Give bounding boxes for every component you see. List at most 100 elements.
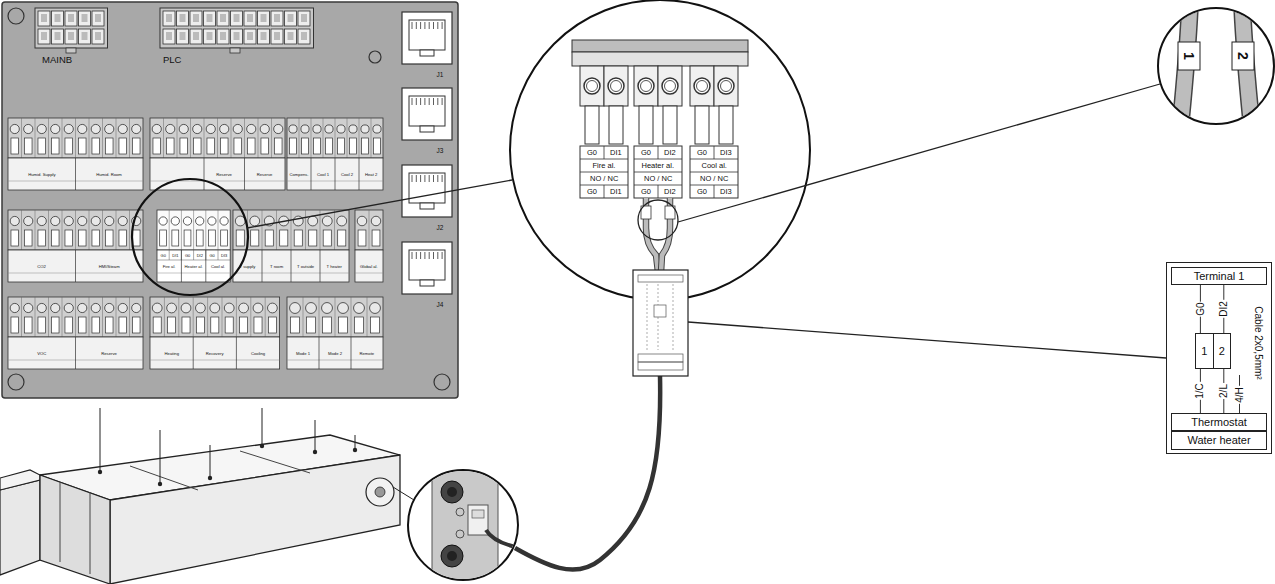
- rj-contact: [433, 252, 434, 259]
- terminal-screw: [179, 124, 188, 133]
- terminal-screw: [322, 216, 332, 226]
- terminal-slot: [240, 317, 248, 333]
- contact-type-label: NO / NC: [700, 175, 728, 183]
- rj-contact: [416, 252, 417, 259]
- rj-contact: [420, 98, 421, 105]
- rj-contact: [424, 252, 425, 259]
- terminal-screw: [171, 217, 179, 225]
- terminal-slot: [247, 138, 255, 154]
- terminal-screw: [220, 217, 228, 225]
- terminal-screw: [224, 303, 234, 313]
- header-pin-hole: [234, 14, 240, 22]
- strip-line: [157, 273, 230, 274]
- cable-tag-detail: [658, 317, 659, 350]
- thermostat-terminal: [468, 505, 488, 535]
- rj-contact: [433, 175, 434, 182]
- terminal-screw: [638, 78, 654, 94]
- pointer-dot: [208, 476, 212, 480]
- terminal-slot: [309, 230, 317, 246]
- pin-label: G0: [641, 188, 651, 196]
- group-divider: [75, 250, 76, 282]
- terminal-slot: [92, 138, 100, 154]
- terminal-screw: [37, 216, 46, 225]
- terminal-slot: [105, 138, 113, 154]
- terminal-screw: [313, 125, 321, 133]
- terminal-divider: [129, 297, 130, 337]
- terminal-slot: [166, 138, 174, 154]
- terminal-screw: [105, 303, 114, 312]
- connector-box: 12: [1195, 333, 1231, 369]
- terminal-divider: [347, 118, 348, 158]
- strip-line: [150, 360, 280, 361]
- header-pin-hole: [247, 14, 253, 22]
- terminal-divider: [163, 118, 164, 158]
- terminal-slot: [153, 138, 161, 154]
- panel-seam: [240, 451, 310, 473]
- pin-label: G0: [697, 149, 707, 157]
- terminal-block: [150, 297, 280, 337]
- terminal-block: [355, 210, 383, 250]
- leader-line: [393, 487, 414, 500]
- terminal-screw: [338, 303, 349, 314]
- terminal-group-label: Cooling: [251, 352, 265, 356]
- terminal-screw: [105, 216, 114, 225]
- terminal-slot: [168, 317, 176, 333]
- header-pin-hole: [55, 32, 61, 40]
- header-pin-hole: [261, 32, 267, 40]
- rj-contact: [437, 22, 438, 29]
- group-divider: [193, 337, 194, 369]
- connector-label: PLC: [163, 55, 181, 65]
- box-text: 1: [1196, 334, 1213, 368]
- rj-contact: [433, 22, 434, 29]
- header-pin-hole: [207, 14, 213, 22]
- pin-label: G0: [587, 188, 597, 196]
- contact-type-label: NO / NC: [590, 175, 618, 183]
- terminal-slot: [11, 138, 19, 154]
- terminal-group-label: Heat 2: [365, 173, 377, 177]
- rj-contact: [412, 98, 413, 105]
- terminal-screw: [239, 303, 249, 313]
- cable-tag-detail: [647, 284, 648, 350]
- pointer-dot: [313, 450, 317, 454]
- terminal-slot: [261, 138, 269, 154]
- cable-tag-detail: [673, 284, 674, 350]
- header-pin-hole: [261, 14, 267, 22]
- terminal-slot: [695, 106, 709, 144]
- terminal-screw: [220, 124, 229, 133]
- rj-latch: [420, 126, 434, 132]
- terminal-group-label: T room: [270, 265, 283, 269]
- header-pin: [38, 11, 50, 26]
- terminal-group-label: Humid. Room: [96, 173, 122, 177]
- rj-jack: [402, 165, 452, 217]
- terminal-slot: [92, 317, 100, 333]
- terminal-screw: [196, 217, 204, 225]
- terminal-slot: [51, 230, 59, 246]
- rj-contact: [412, 175, 413, 182]
- terminal-slot: [51, 317, 59, 333]
- terminal-divider: [89, 118, 90, 158]
- terminal-slot: [371, 317, 380, 333]
- header-pin: [285, 29, 297, 44]
- rj-contact: [429, 22, 430, 29]
- pin-label: DI2: [664, 149, 676, 157]
- port-label: J2: [437, 225, 444, 232]
- terminal-group-label: Reserve: [257, 173, 273, 177]
- terminal-slot: [78, 138, 86, 154]
- rj-contact: [424, 175, 425, 182]
- rj-contact: [437, 252, 438, 259]
- contact-type-label: NO / NC: [644, 175, 672, 183]
- pin-label: G0: [185, 254, 190, 258]
- terminal-screw: [24, 303, 33, 312]
- terminal-group-label: Heating: [165, 352, 179, 356]
- terminal-slot: [24, 230, 32, 246]
- terminal-group-label: Mode 2: [328, 352, 342, 356]
- terminal-divider: [319, 297, 320, 337]
- terminal-screw: [91, 124, 100, 133]
- pin-header: [35, 8, 108, 48]
- terminal-slot: [38, 138, 46, 154]
- terminal-screw: [118, 216, 127, 225]
- header-pin: [217, 29, 229, 44]
- terminal-group-label: Cool al.: [702, 162, 727, 170]
- terminal-slot: [153, 317, 161, 333]
